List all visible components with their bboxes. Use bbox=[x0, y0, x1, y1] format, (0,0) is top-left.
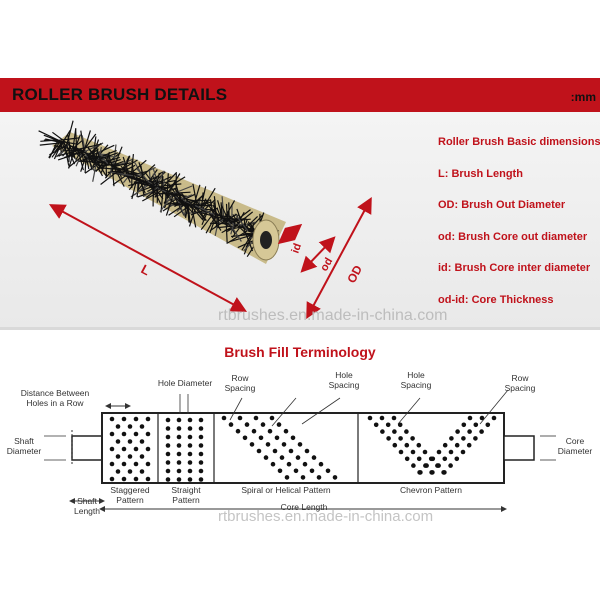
id-arrow bbox=[277, 223, 303, 245]
row-spacing-line bbox=[479, 389, 509, 425]
brush-bristles bbox=[38, 120, 286, 264]
dimension-item: od: Brush Core out diameter bbox=[438, 230, 588, 243]
watermark-bottom: rtbrushes.en.made-in-china.com bbox=[218, 508, 434, 525]
row-spacing-label: Row Spacing bbox=[224, 373, 256, 393]
hole-patterns bbox=[109, 415, 497, 482]
shaft-length-label: Shaft Length bbox=[74, 496, 100, 516]
spiral-pattern-label: Spiral or Helical Pattern bbox=[241, 485, 331, 495]
straight-pattern-label: Straight Pattern bbox=[171, 485, 201, 505]
watermark-top: rtbrushes.en.made-in-china.com bbox=[218, 307, 448, 324]
hole-spacing-label-2: Hole Spacing bbox=[400, 370, 432, 390]
roller-brush-illustration: L id od OD bbox=[38, 120, 372, 320]
outer-diameter-label: OD bbox=[344, 263, 365, 286]
hole-spacing-line bbox=[301, 397, 341, 425]
right-shaft bbox=[503, 435, 535, 461]
row-spacing-line bbox=[229, 397, 243, 421]
terminology-title: Brush Fill Terminology bbox=[224, 344, 376, 360]
dimension-heading: Roller Brush Basic dimensions: bbox=[438, 136, 600, 148]
unit-label: :mm bbox=[570, 90, 596, 104]
core-hole bbox=[260, 231, 272, 249]
shaft-diameter-label: Shaft Diameter bbox=[6, 436, 42, 456]
core-diameter-label: Core Diameter bbox=[557, 436, 593, 456]
dimension-item: OD: Brush Out Diameter bbox=[438, 199, 566, 211]
hole-diameter-label: Hole Diameter bbox=[157, 378, 213, 388]
id-label: id bbox=[290, 242, 305, 255]
od-label: od bbox=[318, 256, 335, 274]
hole-spacing-line bbox=[397, 397, 421, 425]
left-shaft bbox=[71, 435, 103, 461]
dimension-item: L: Brush Length bbox=[438, 167, 523, 180]
divider bbox=[0, 327, 600, 330]
length-label: L bbox=[139, 261, 153, 278]
core-length-label: Core Length bbox=[280, 502, 328, 512]
outer-diameter-arrow bbox=[306, 196, 372, 320]
dimension-item: id: Brush Core inter diameter bbox=[438, 262, 591, 274]
distance-between-holes-label: Distance Between Holes in a Row bbox=[20, 388, 90, 408]
banner-title: ROLLER BRUSH DETAILS bbox=[12, 85, 228, 104]
terminology-diagram bbox=[44, 389, 556, 512]
staggered-pattern-label: Staggered Pattern bbox=[110, 485, 150, 505]
title-banner bbox=[0, 78, 600, 112]
row-spacing-line bbox=[271, 397, 297, 427]
dimension-item: od-id: Core Thickness bbox=[438, 293, 554, 306]
length-arrow bbox=[48, 204, 248, 312]
roller-brush-panel: L id od OD bbox=[0, 112, 600, 327]
dimension-list: Roller Brush Basic dimensions: L: Brush … bbox=[438, 136, 600, 325]
chevron-pattern-label: Chevron Pattern bbox=[400, 485, 462, 495]
hole-spacing-label: Hole Spacing bbox=[328, 370, 360, 390]
row-spacing-label-2: Row Spacing bbox=[504, 373, 536, 393]
